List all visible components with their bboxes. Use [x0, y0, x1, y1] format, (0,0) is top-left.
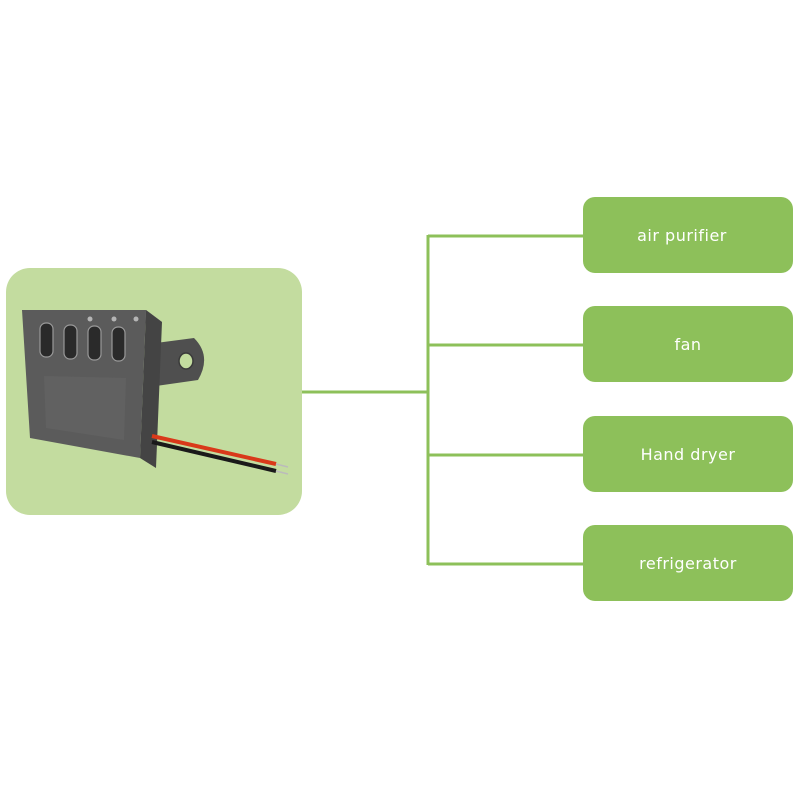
vent-slot — [63, 324, 78, 360]
top-pin — [111, 316, 117, 322]
application-label: Hand dryer — [640, 444, 736, 464]
top-pin — [133, 316, 139, 322]
red-wire — [151, 434, 277, 466]
application-box-fan: fan — [583, 306, 793, 382]
application-label: air purifier — [637, 225, 727, 245]
application-box-hand-dryer: Hand dryer — [583, 416, 793, 492]
wire-tip — [275, 463, 289, 468]
ionizer-module-illustration — [22, 310, 289, 475]
vent-slot — [87, 325, 102, 361]
application-box-refrigerator: refrigerator — [583, 525, 793, 601]
product-image-panel — [6, 268, 302, 515]
device-side-face — [140, 310, 162, 468]
top-pin — [87, 316, 93, 322]
black-wire — [151, 440, 277, 473]
application-box-air-purifier: air purifier — [583, 197, 793, 273]
label-area — [44, 376, 126, 440]
mounting-hole — [178, 352, 194, 370]
wire-tip — [275, 470, 289, 475]
application-label: refrigerator — [639, 553, 737, 573]
application-label: fan — [674, 334, 702, 354]
vent-slot — [111, 326, 126, 362]
vent-slot — [39, 322, 54, 358]
